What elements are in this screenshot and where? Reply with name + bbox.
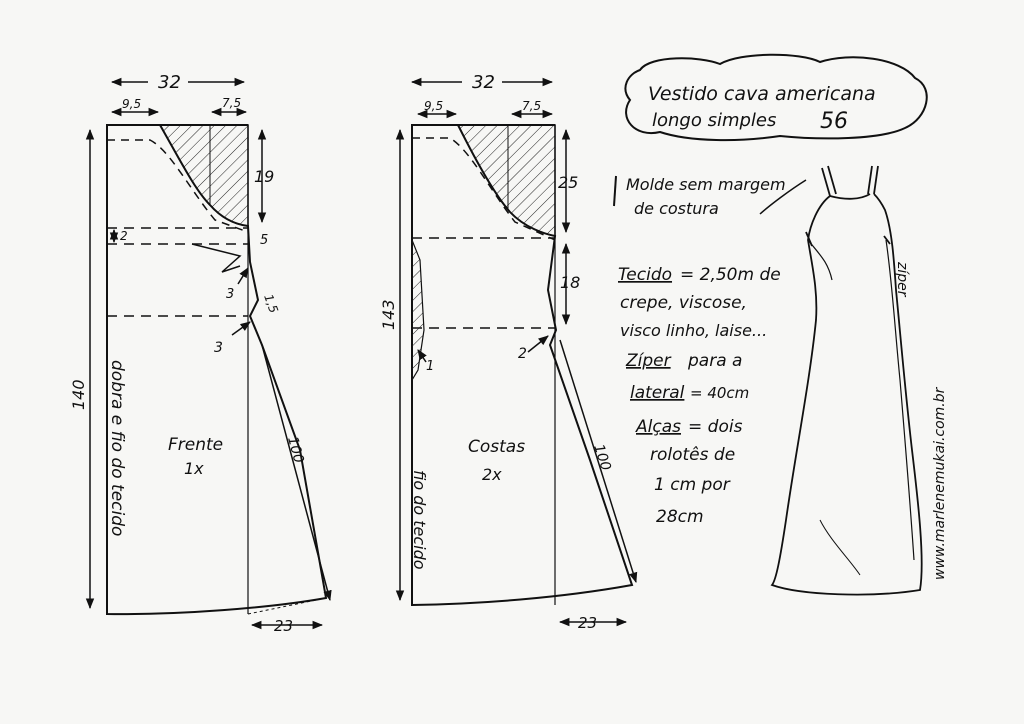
title-cloud: Vestido cava americana longo simples 56 [624, 53, 928, 142]
front-side2-label: 1,5 [261, 292, 281, 315]
front-armhole-hatch [158, 124, 249, 227]
fabric-line2: crepe, viscose, [620, 293, 747, 313]
site-watermark: www.marlenemukai.com.br [932, 386, 948, 580]
back-grain-label: fio do tecido [410, 470, 429, 570]
front-shoulder-label: 7,5 [222, 96, 241, 110]
front-dimensions [85, 77, 332, 630]
straps-text3: 1 cm por [654, 475, 731, 495]
back-pattern [411, 124, 634, 607]
fabric-label: Tecido [618, 265, 672, 285]
title-number: 56 [820, 109, 848, 134]
front-length-label: 140 [69, 379, 88, 410]
back-hip-label: 2 [518, 346, 527, 362]
back-labels: 32 9,5 7,5 25 18 143 1 2 fio do tecido C… [379, 72, 614, 632]
fabric-amount: = 2,50m de [680, 265, 781, 285]
materials-text: Tecido = 2,50m de crepe, viscose, visco … [618, 265, 781, 527]
back-width-label: 32 [472, 72, 495, 93]
zipper-text2: lateral [630, 383, 685, 403]
back-piece-count: 2x [482, 465, 502, 484]
straps-text4: 28cm [656, 507, 704, 527]
front-hem-label: 23 [274, 617, 293, 635]
front-armhole-label: 19 [254, 167, 274, 186]
zipper-tag: zíper [894, 261, 910, 298]
back-hem-label: 23 [578, 614, 597, 632]
dress-illustration [770, 165, 923, 596]
back-dimensions [395, 77, 638, 627]
front-width-label: 32 [158, 72, 181, 93]
note-line2: de costura [634, 199, 719, 218]
back-armhole-label: 25 [558, 173, 578, 192]
back-armhole-hatch [456, 124, 556, 237]
back-center-hatch [411, 239, 425, 383]
front-fold-label: dobra e fio do tecido [107, 360, 127, 536]
front-labels: 32 9,5 7,5 19 2 5 1,5 3 3 140 dobra e fi… [69, 72, 307, 635]
front-dart-width-label: 2 [120, 229, 128, 243]
title-line2: longo simples [652, 110, 776, 131]
straps-text2: rolotês de [650, 445, 735, 465]
zipper-len: = 40cm [690, 384, 749, 402]
front-piece-count: 1x [184, 459, 204, 478]
illustration-labels: zíper www.marlenemukai.com.br [894, 261, 948, 580]
zipper-text1: para a [687, 351, 742, 371]
back-neck-label: 9,5 [424, 99, 443, 113]
back-skirt-len-label: 100 [590, 442, 614, 472]
back-center-ext-label: 1 [426, 359, 434, 374]
front-pattern [106, 124, 328, 616]
zipper-label: Zíper [625, 351, 672, 371]
back-side-label: 18 [560, 273, 580, 292]
front-side1-label: 5 [260, 233, 268, 248]
title-line1: Vestido cava americana [648, 83, 876, 105]
back-shoulder-label: 7,5 [522, 99, 541, 113]
back-length-label: 143 [379, 299, 398, 330]
note-line1: Molde sem margem [626, 175, 786, 194]
front-hip-label: 3 [214, 340, 223, 356]
fabric-line3: visco linho, laise... [620, 321, 767, 340]
back-piece-name: Costas [468, 437, 525, 457]
front-skirt-len-label: 100 [284, 435, 306, 465]
front-neck-label: 9,5 [122, 97, 141, 111]
straps-label: Alças [635, 417, 681, 437]
seam-note: Molde sem margem de costura [613, 175, 807, 218]
front-piece-name: Frente [168, 435, 223, 455]
front-dart-len-label: 3 [226, 287, 234, 302]
straps-text1: = dois [688, 417, 743, 437]
